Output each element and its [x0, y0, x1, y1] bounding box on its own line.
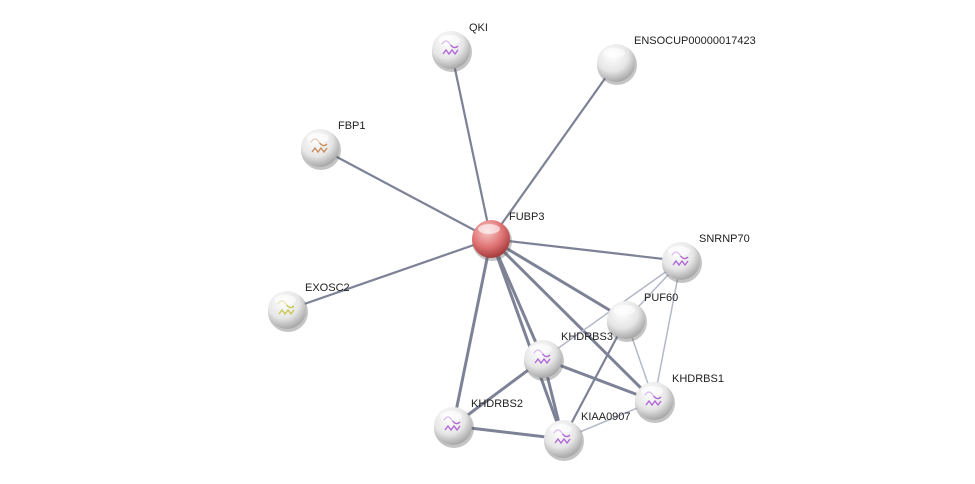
- node-highlight: [307, 133, 329, 143]
- node-highlight: [274, 295, 296, 305]
- node-label: EXOSC2: [305, 282, 350, 294]
- node-puf60[interactable]: PUF60: [607, 292, 678, 342]
- node-fubp3[interactable]: FUBP3: [472, 211, 544, 261]
- node-highlight: [668, 246, 690, 256]
- edge-kiaa0907-puf60[interactable]: [562, 319, 627, 440]
- node-highlight: [550, 424, 572, 434]
- edge-fubp3-puf60[interactable]: [490, 237, 627, 322]
- node-label: KHDRBS2: [471, 398, 523, 410]
- edge-fubp3-fbp1[interactable]: [319, 147, 492, 240]
- node-highlight: [530, 344, 552, 354]
- node-highlight: [613, 305, 635, 315]
- node-ensocup00000017423[interactable]: ENSOCUP00000017423: [597, 35, 756, 85]
- edge-fubp3-ensocup00000017423[interactable]: [490, 62, 617, 240]
- edge-fubp3-khdrbs1[interactable]: [489, 237, 656, 403]
- node-khdrbs1[interactable]: KHDRBS1: [635, 373, 724, 423]
- node-highlight: [440, 411, 462, 421]
- node-snrnp70[interactable]: SNRNP70: [662, 233, 750, 283]
- node-label: FBP1: [338, 120, 366, 132]
- edge-fubp3-exosc2[interactable]: [286, 237, 492, 312]
- node-kiaa0907[interactable]: KIAA0907: [544, 411, 631, 461]
- node-qki[interactable]: QKI: [432, 22, 488, 72]
- node-khdrbs3[interactable]: KHDRBS3: [524, 331, 613, 381]
- node-label: KHDRBS3: [561, 331, 613, 343]
- node-label: KIAA0907: [581, 411, 631, 423]
- edge-fubp3-kiaa0907[interactable]: [489, 238, 565, 440]
- node-highlight: [641, 386, 663, 396]
- node-label: KHDRBS1: [672, 373, 724, 385]
- node-fbp1[interactable]: FBP1: [301, 120, 366, 170]
- node-khdrbs2[interactable]: KHDRBS2: [434, 398, 523, 448]
- node-highlight: [438, 35, 460, 45]
- node-label: QKI: [469, 22, 488, 34]
- node-exosc2[interactable]: EXOSC2: [268, 282, 350, 332]
- node-label: ENSOCUP00000017423: [634, 35, 756, 47]
- node-highlight: [478, 224, 500, 234]
- edge-fubp3-khdrbs2[interactable]: [451, 238, 493, 427]
- edge-snrnp70-khdrbs1[interactable]: [653, 260, 682, 402]
- node-label: FUBP3: [509, 211, 544, 223]
- edge-fubp3-qki[interactable]: [449, 49, 493, 240]
- node-label: PUF60: [644, 292, 678, 304]
- edge-khdrbs3-khdrbs1[interactable]: [542, 357, 655, 403]
- node-highlight: [603, 48, 625, 58]
- node-label: SNRNP70: [699, 233, 750, 245]
- edge-fubp3-snrnp70[interactable]: [490, 237, 682, 263]
